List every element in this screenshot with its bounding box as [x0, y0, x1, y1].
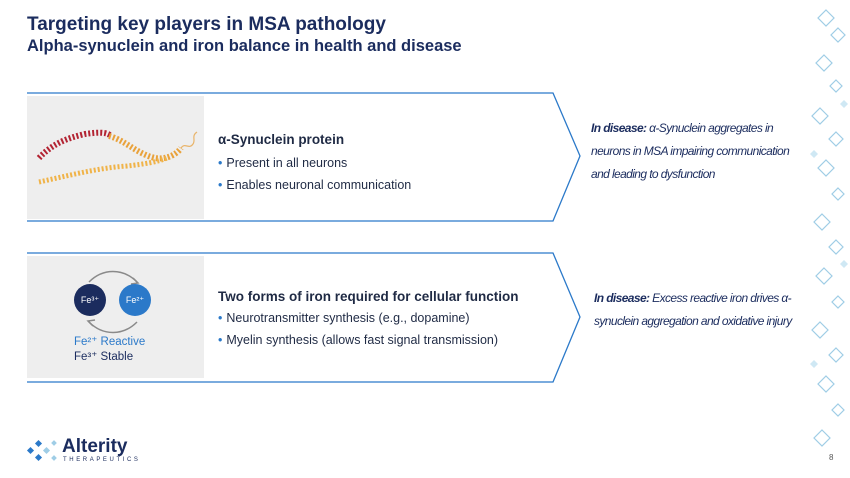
iron-cycle-arrows [86, 270, 140, 334]
fe3-circle: Fe³⁺ [74, 284, 106, 316]
iron-bullet-list: Neurotransmitter synthesis (e.g., dopami… [218, 307, 498, 351]
iron-bullet-item: Myelin synthesis (allows fast signal tra… [218, 329, 498, 351]
logo-name: Alterity [62, 436, 128, 457]
disease-lead: In disease: [594, 291, 650, 305]
iron-panel-title: Two forms of iron required for cellular … [218, 289, 519, 304]
iron-bullet-item: Neurotransmitter synthesis (e.g., dopami… [218, 307, 498, 329]
alterity-logo-icon [26, 439, 57, 462]
protein-bullet-list: Present in all neurons Enables neuronal … [218, 152, 411, 196]
decorative-border-pattern [810, 9, 848, 447]
page-title: Targeting key players in MSA pathology [27, 14, 386, 35]
alpha-synuclein-protein-image [27, 96, 204, 219]
protein-helix-illustration [36, 129, 198, 185]
iron-cycle-image [27, 256, 204, 378]
fe2-circle: Fe²⁺ [119, 284, 151, 316]
protein-bullet-item: Enables neuronal communication [218, 174, 411, 196]
page-number: 8 [829, 453, 834, 462]
protein-disease-note: In disease: α-Synuclein aggregates in ne… [591, 117, 806, 186]
disease-text: α-Synuclein aggregates in neurons in MSA… [591, 121, 790, 181]
disease-lead: In disease: [591, 121, 647, 135]
disease-text: Excess reactive iron drives α-synuclein … [594, 291, 792, 328]
fe2-reactive-label: Fe²⁺ Reactive [74, 336, 146, 348]
protein-bullet-item: Present in all neurons [218, 152, 411, 174]
panel-1-outline [27, 92, 581, 222]
iron-disease-note: In disease: Excess reactive iron drives … [594, 287, 809, 333]
logo-tagline: THERAPEUTICS [63, 457, 141, 463]
panel-2-outline [27, 252, 581, 383]
protein-panel-title: α-Synuclein protein [218, 132, 345, 147]
fe3-stable-label: Fe³⁺ Stable [74, 351, 134, 363]
page-subtitle: Alpha-synuclein and iron balance in heal… [27, 37, 462, 55]
